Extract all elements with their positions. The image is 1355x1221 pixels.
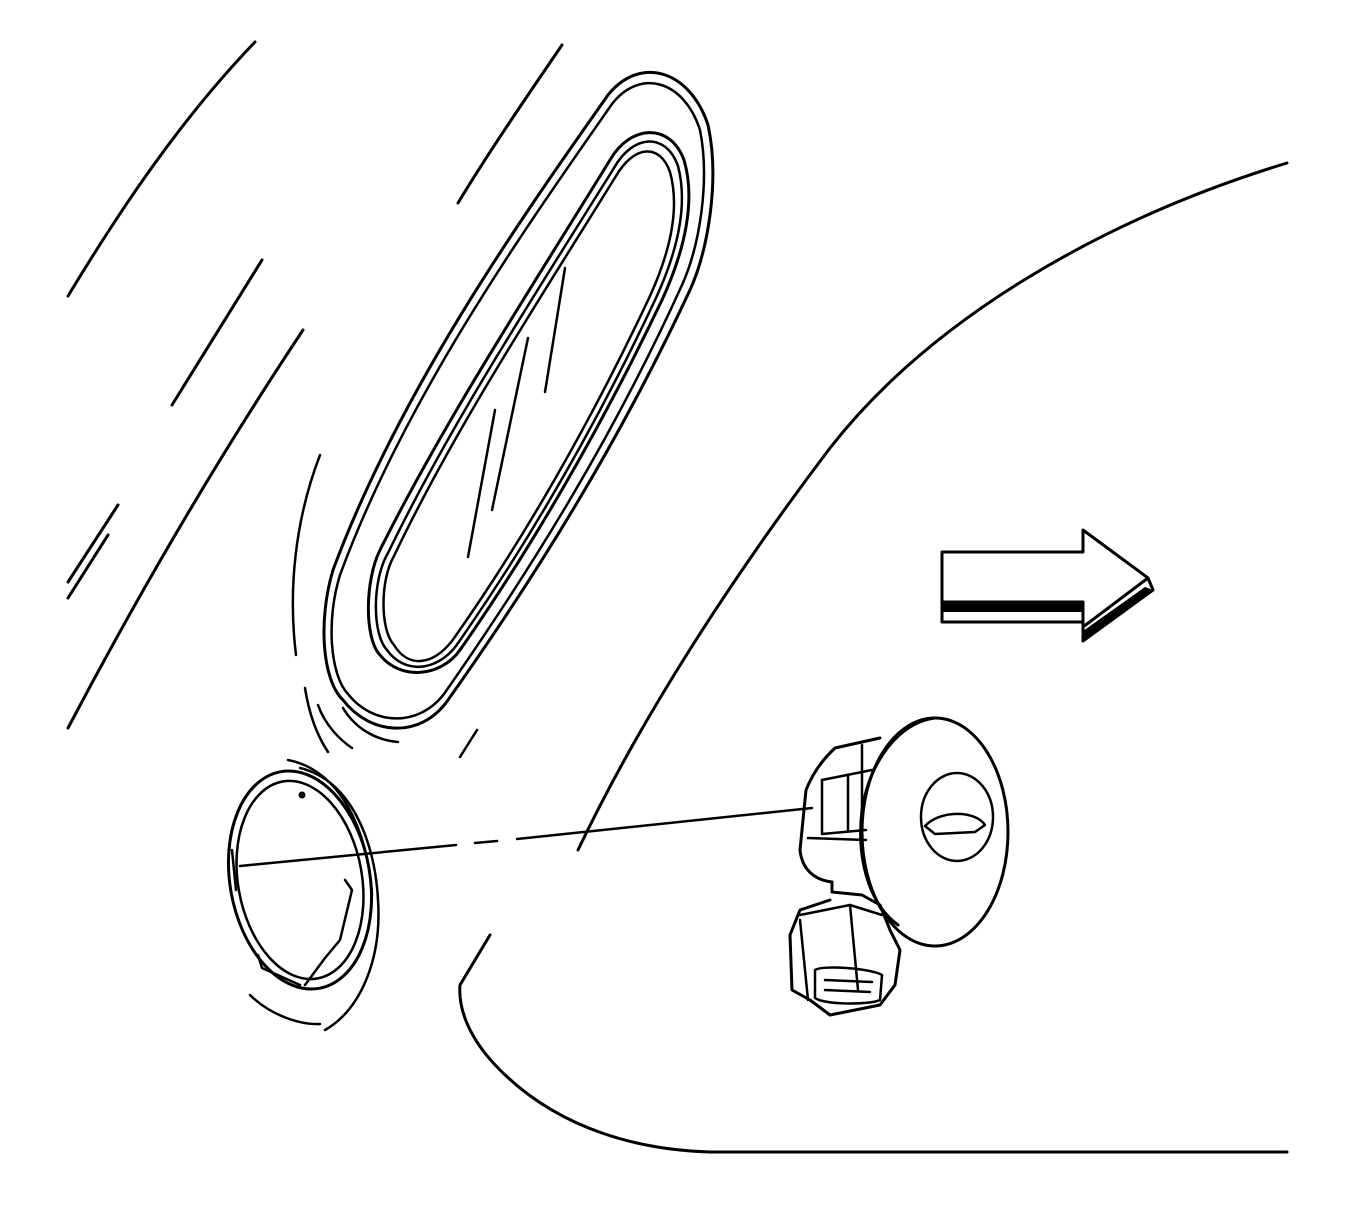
electrical-connector: [788, 880, 902, 1017]
mounting-hole: [226, 758, 380, 1032]
alignment-leader-line: [238, 806, 814, 868]
sensor-module: [798, 716, 1010, 948]
door-panel: [458, 161, 1289, 1154]
window-seal-arcs: [291, 453, 479, 759]
windshield-glass: [66, 40, 564, 730]
direction-arrow: [940, 528, 1155, 643]
side-window: [322, 70, 715, 730]
